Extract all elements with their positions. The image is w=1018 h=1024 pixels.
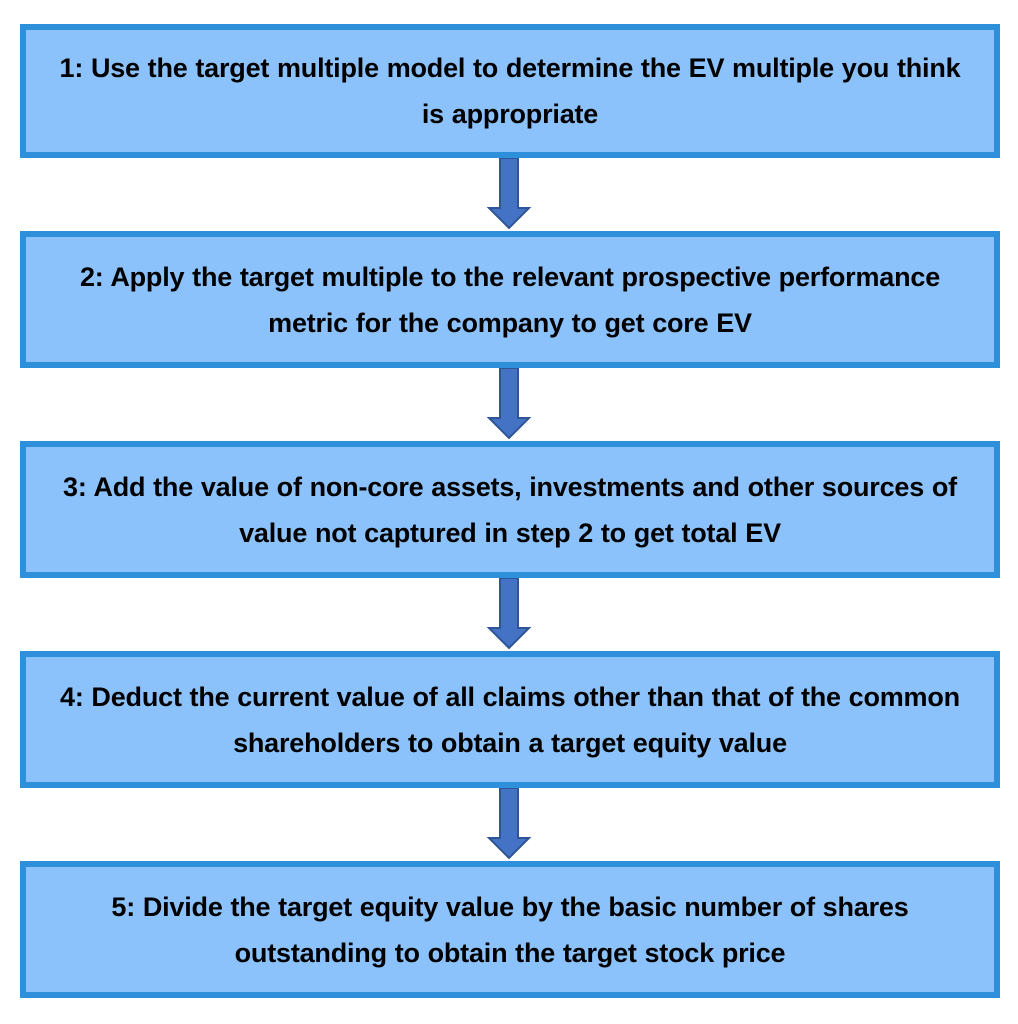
- flow-node-step-3-label: 3: Add the value of non-core assets, inv…: [63, 471, 957, 548]
- flow-node-step-5[interactable]: 5: Divide the target equity value by the…: [20, 861, 1000, 998]
- down-arrow-icon-1-to-2: [479, 158, 539, 231]
- flow-node-step-4[interactable]: 4: Deduct the current value of all claim…: [20, 651, 1000, 788]
- flow-node-step-3[interactable]: 3: Add the value of non-core assets, inv…: [20, 441, 1000, 578]
- flow-node-step-5-label: 5: Divide the target equity value by the…: [111, 891, 909, 968]
- down-arrow-icon-4-to-5: [479, 788, 539, 861]
- flow-node-step-2[interactable]: 2: Apply the target multiple to the rele…: [20, 231, 1000, 368]
- flow-node-step-2-label: 2: Apply the target multiple to the rele…: [79, 261, 941, 338]
- flow-node-step-4-label: 4: Deduct the current value of all claim…: [60, 681, 960, 758]
- flow-node-step-1-label: 1: Use the target multiple model to dete…: [59, 53, 961, 129]
- down-arrow-icon-3-to-4: [479, 578, 539, 651]
- flow-node-step-1[interactable]: 1: Use the target multiple model to dete…: [20, 24, 1000, 158]
- down-arrow-icon-2-to-3: [479, 368, 539, 441]
